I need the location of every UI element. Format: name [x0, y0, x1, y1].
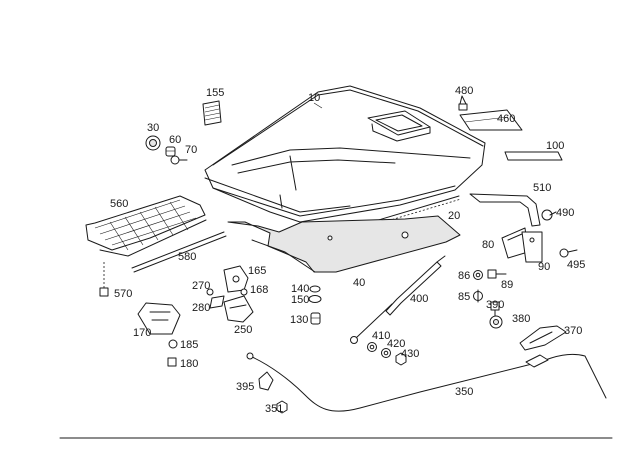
- label-168: 168: [250, 284, 268, 296]
- label-410: 410: [372, 330, 390, 342]
- label-430: 430: [401, 348, 419, 360]
- label-480: 480: [455, 85, 473, 97]
- part-150-buffer: [308, 295, 322, 303]
- part-480-clip: [458, 95, 468, 111]
- part-185-washer: [168, 339, 178, 349]
- part-165-lock-bracket: [223, 265, 249, 293]
- label-100: 100: [546, 140, 564, 152]
- part-labels: 10 20 30 40 60 70 80 85 86 89 90 100 130…: [110, 85, 585, 415]
- part-30-grommet: [145, 135, 161, 151]
- part-460-plate: [459, 109, 523, 131]
- leader-10: [313, 102, 323, 109]
- part-155-spring: [202, 100, 222, 126]
- label-390: 390: [486, 299, 504, 311]
- part-168-screw: [240, 288, 248, 296]
- label-280: 280: [192, 302, 210, 314]
- label-20: 20: [448, 210, 460, 222]
- part-370-lock: [519, 325, 567, 351]
- label-370: 370: [564, 325, 582, 337]
- part-250-lock: [223, 295, 254, 323]
- label-580: 580: [178, 251, 196, 263]
- label-350: 350: [455, 386, 473, 398]
- part-570-screw: [99, 260, 109, 297]
- hood-insulation-panel: [227, 215, 461, 273]
- part-380-bushing: [489, 315, 503, 329]
- label-400: 400: [410, 293, 428, 305]
- label-85: 85: [458, 291, 470, 303]
- part-280-clip: [209, 295, 225, 309]
- label-30: 30: [147, 122, 159, 134]
- label-180: 180: [180, 358, 198, 370]
- part-350-release-cable: [246, 352, 607, 412]
- label-170: 170: [133, 327, 151, 339]
- label-150: 150: [291, 294, 309, 306]
- label-250: 250: [234, 324, 252, 336]
- part-170-lock-catch: [137, 302, 181, 335]
- label-495: 495: [567, 259, 585, 271]
- part-90-plate: [521, 231, 543, 263]
- part-490-clip: [541, 209, 557, 221]
- part-140-buffer: [309, 285, 321, 293]
- hood-panel: [204, 85, 486, 223]
- part-430-nut: [395, 352, 407, 366]
- part-86-washer: [473, 270, 483, 280]
- part-510-hinge-bracket: [469, 193, 541, 227]
- part-70-screw: [170, 155, 188, 165]
- label-490: 490: [556, 207, 574, 219]
- part-420-washer: [381, 348, 391, 358]
- label-155: 155: [206, 87, 224, 99]
- label-89: 89: [501, 279, 513, 291]
- part-560-cover: [85, 195, 207, 257]
- part-89-bolt: [487, 269, 507, 279]
- part-60-clip: [165, 146, 176, 157]
- part-351-nut: [276, 400, 288, 414]
- label-380: 380: [512, 313, 530, 325]
- label-351: 351: [265, 403, 283, 415]
- label-395: 395: [236, 381, 254, 393]
- label-510: 510: [533, 182, 551, 194]
- label-570: 570: [114, 288, 132, 300]
- label-165: 165: [248, 265, 266, 277]
- label-420: 420: [387, 338, 405, 350]
- part-395-cable-clip: [258, 371, 274, 391]
- label-86: 86: [458, 270, 470, 282]
- part-270-clip: [206, 288, 214, 296]
- label-90: 90: [538, 261, 550, 273]
- part-85-bolt: [473, 289, 483, 303]
- part-130-bumper: [310, 312, 321, 325]
- label-560: 560: [110, 198, 128, 210]
- label-80: 80: [482, 239, 494, 251]
- label-60: 60: [169, 134, 181, 146]
- part-400-gas-strut: [350, 255, 446, 344]
- label-40: 40: [353, 277, 365, 289]
- part-495-screw: [559, 248, 578, 258]
- part-410-washer: [367, 342, 377, 352]
- label-130: 130: [290, 314, 308, 326]
- part-100-decal: [504, 151, 563, 161]
- label-460: 460: [497, 113, 515, 125]
- label-185: 185: [180, 339, 198, 351]
- part-580-seal: [131, 231, 227, 273]
- label-70: 70: [185, 144, 197, 156]
- label-140: 140: [291, 283, 309, 295]
- label-270: 270: [192, 280, 210, 292]
- label-10: 10: [308, 92, 320, 104]
- part-180-bolt: [167, 357, 177, 367]
